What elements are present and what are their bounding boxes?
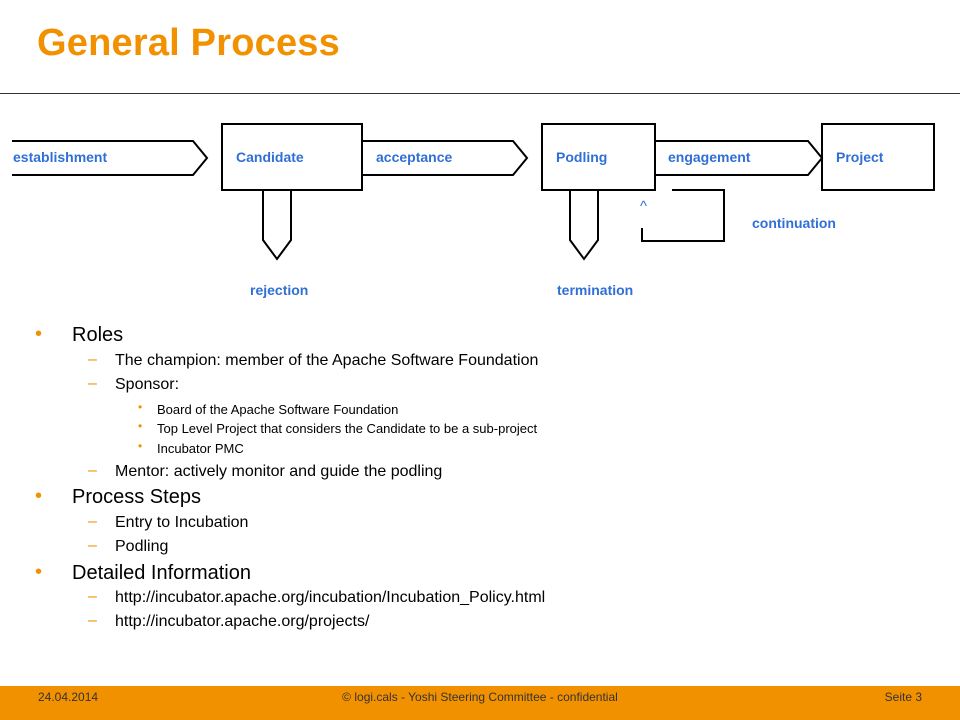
bullet-icon: • — [138, 400, 143, 414]
bullet-icon: • — [35, 323, 43, 345]
process-flow-diagram: establishment Candidate acceptance Podli… — [12, 123, 935, 298]
dash-icon: – — [88, 588, 97, 605]
continuation-marker: ^ — [640, 198, 647, 215]
footer-bar: 24.04.2014 © logi.cals - Yoshi Steering … — [0, 686, 960, 720]
rejection-arrow — [262, 190, 292, 261]
podling-label: Podling — [556, 149, 607, 165]
step-item: – Podling — [88, 537, 169, 556]
process-steps-item: • Process Steps — [35, 485, 201, 509]
engagement-label: engagement — [668, 149, 751, 165]
acceptance-label: acceptance — [376, 149, 452, 165]
sponsor-subitem-text: Top Level Project that considers the Can… — [157, 421, 538, 436]
mentor-item: – Mentor: actively monitor and guide the… — [88, 462, 443, 481]
bullet-icon: • — [35, 561, 43, 583]
slide-title: General Process — [37, 22, 340, 64]
sponsor-text: Sponsor: — [115, 376, 180, 393]
info-link-item: – http://incubator.apache.org/incubation… — [88, 588, 546, 607]
sponsor-subitem-text: Incubator PMC — [157, 441, 244, 456]
detailed-info-heading: Detailed Information — [72, 562, 251, 584]
sponsor-subitem: • Incubator PMC — [138, 439, 244, 456]
title-divider — [0, 93, 960, 94]
bullet-icon: • — [35, 485, 43, 507]
footer-page-number: Seite 3 — [884, 690, 922, 704]
bullet-icon: • — [138, 439, 143, 453]
roles-item: • Roles — [35, 323, 124, 347]
establishment-arrow — [12, 140, 209, 176]
termination-label: termination — [557, 282, 633, 298]
project-box — [821, 123, 935, 191]
sponsor-item: – Sponsor: — [88, 375, 180, 394]
projects-link[interactable]: http://incubator.apache.org/projects/ — [115, 613, 370, 630]
process-steps-heading: Process Steps — [72, 486, 201, 508]
termination-arrow — [569, 190, 599, 261]
acceptance-arrow — [362, 140, 529, 176]
sponsor-subitem: • Top Level Project that considers the C… — [138, 419, 538, 436]
project-label: Project — [836, 149, 884, 165]
establishment-label: establishment — [13, 149, 107, 165]
champion-item: – The champion: member of the Apache Sof… — [88, 351, 539, 370]
bullet-icon: • — [138, 419, 143, 433]
dash-icon: – — [88, 351, 97, 368]
rejection-label: rejection — [250, 282, 308, 298]
detailed-info-item: • Detailed Information — [35, 561, 251, 585]
roles-heading: Roles — [72, 324, 124, 346]
dash-icon: – — [88, 462, 97, 479]
continuation-label: continuation — [752, 215, 836, 231]
candidate-label: Candidate — [236, 149, 304, 165]
dash-icon: – — [88, 513, 97, 530]
info-link-item: – http://incubator.apache.org/projects/ — [88, 612, 370, 631]
sponsor-subitem: • Board of the Apache Software Foundatio… — [138, 400, 399, 417]
dash-icon: – — [88, 375, 97, 392]
footer-confidential-notice: © logi.cals - Yoshi Steering Committee -… — [342, 690, 618, 704]
dash-icon: – — [88, 612, 97, 629]
footer-date: 24.04.2014 — [38, 690, 99, 704]
incubation-policy-link[interactable]: http://incubator.apache.org/incubation/I… — [115, 589, 546, 606]
sponsor-subitem-text: Board of the Apache Software Foundation — [157, 402, 399, 417]
dash-icon: – — [88, 537, 97, 554]
step-text: Entry to Incubation — [115, 514, 249, 531]
step-item: – Entry to Incubation — [88, 513, 249, 532]
continuation-loop — [641, 189, 725, 242]
mentor-text: Mentor: actively monitor and guide the p… — [115, 463, 443, 480]
step-text: Podling — [115, 538, 169, 555]
champion-text: The champion: member of the Apache Softw… — [115, 352, 539, 369]
